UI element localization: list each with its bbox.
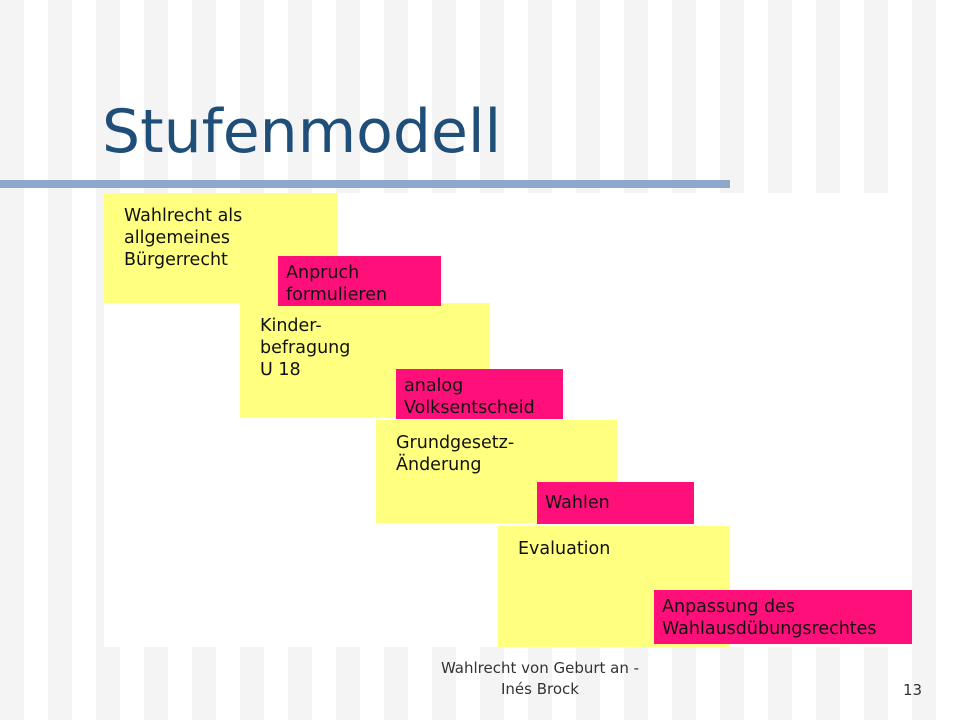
step-wahlen: Wahlen: [537, 482, 694, 524]
slide-title: Stufenmodell: [102, 97, 502, 167]
step-anpassung-wahlausuebungsrecht: Anpassung des Wahlausdübungsrechtes: [654, 590, 912, 644]
step-grundgesetz-aenderung: Grundgesetz- Änderung: [376, 420, 617, 523]
step-wahlrecht-buergerrecht: Wahlrecht als allgemeines Bürgerrecht: [104, 193, 338, 303]
step-analog-volksentscheid: analog Volksentscheid: [396, 369, 563, 419]
slide-footer: Wahlrecht von Geburt an - Inés Brock: [440, 659, 640, 698]
staircase-diagram: Wahlrecht als allgemeines Bürgerrecht Ki…: [104, 193, 912, 647]
step-anspruch-formulieren: Anpruch formulieren: [278, 256, 441, 306]
page-number: 13: [903, 681, 923, 699]
title-divider: [0, 180, 730, 188]
